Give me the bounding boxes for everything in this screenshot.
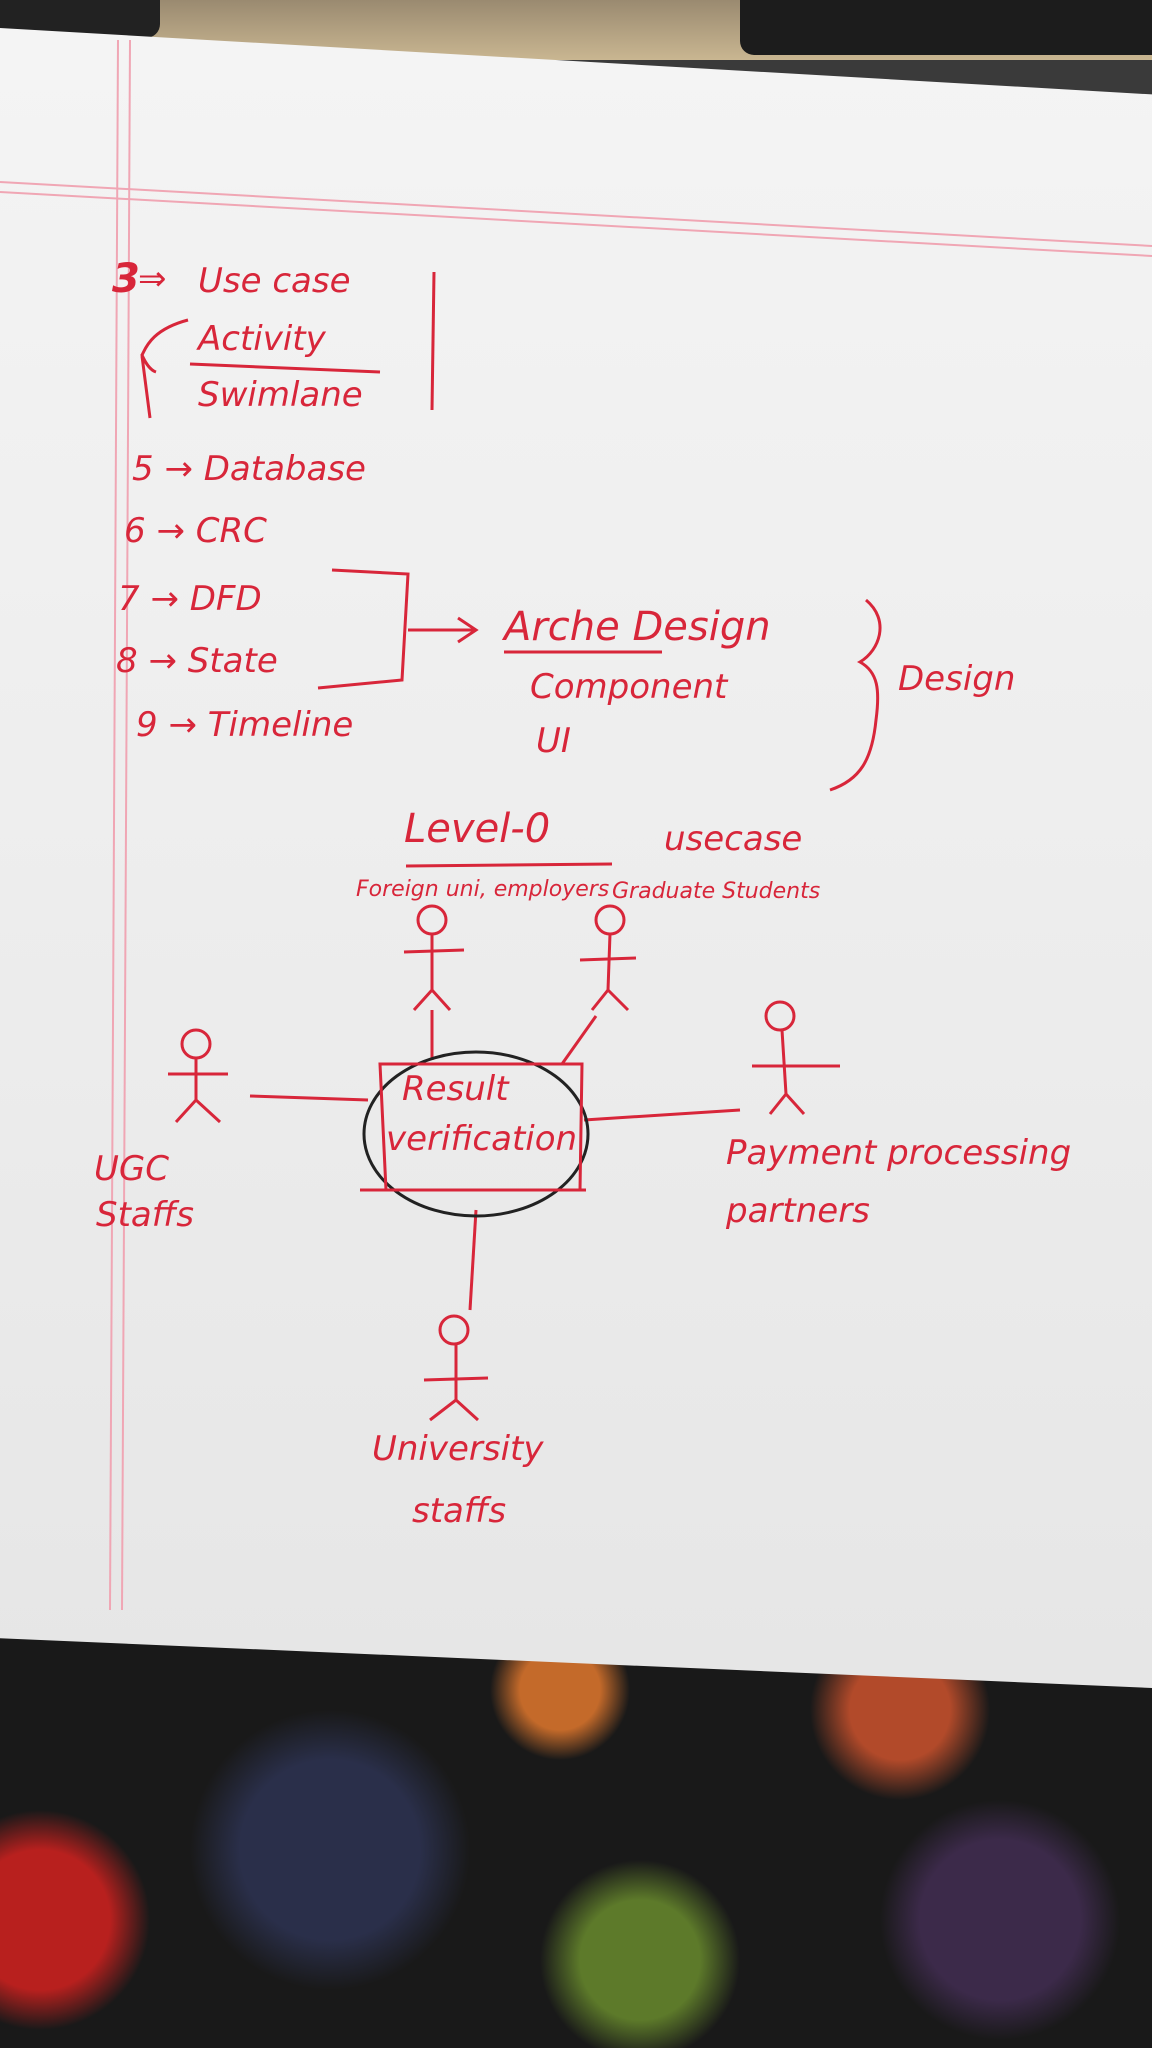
dfd-state-bracket [317, 568, 410, 690]
notebook-page [0, 28, 1152, 1688]
activity-underline [189, 362, 381, 374]
actor-foreign-icon [403, 904, 465, 1012]
design-label: Design [898, 659, 1015, 699]
use-case-diagram: Level-0 usecase Foreign uni, employers G… [94, 806, 1071, 1531]
actor-ugc-label-1: UGC [94, 1149, 169, 1189]
actor-university-icon [423, 1314, 489, 1422]
actor-university-label-2: staffs [412, 1491, 506, 1531]
use-case-line2: verification [386, 1119, 577, 1159]
arch-design-label: Arche Design [501, 604, 771, 650]
right-bar [430, 271, 436, 411]
use-case-ellipse [362, 1050, 590, 1218]
item8-label: 8 → State [116, 641, 278, 681]
actor-payment-label-2: partners [725, 1191, 870, 1231]
diagram-subtitle: usecase [664, 819, 802, 859]
notes-list: 3 ⇒ Use case Activity Swimlane 5 → Datab… [112, 256, 1015, 792]
page-rules [0, 39, 1152, 1611]
item6-label: 6 → CRC [124, 511, 267, 551]
item7-label: 7 → DFD [118, 579, 262, 619]
component-label: Component [530, 667, 729, 707]
use-case-line1: Result [402, 1069, 510, 1109]
actor-ugc-icon [168, 1028, 228, 1124]
item3-arrow: ⇒ [138, 259, 167, 299]
item3-label: Use case [198, 261, 351, 301]
title-underline [405, 862, 613, 868]
actor-graduate-icon [579, 904, 637, 1012]
actor-ugc-label-2: Staffs [96, 1195, 194, 1235]
laptop-edge [740, 0, 1152, 55]
right-brace [829, 598, 882, 792]
bracket-arrow [408, 616, 479, 644]
actor-payment-label-1: Payment processing [726, 1133, 1071, 1173]
item5-label: 5 → Database [132, 449, 366, 489]
association-lines [249, 1010, 741, 1311]
ui-label: UI [536, 721, 571, 761]
item3-number: 3 [112, 256, 140, 302]
actor-payment-icon [752, 1000, 840, 1116]
diagram-title: Level-0 [404, 806, 550, 852]
left-brace [140, 318, 189, 419]
item9-label: 9 → Timeline [136, 705, 353, 745]
actor-graduate-label: Graduate Students [612, 879, 820, 904]
actor-foreign-label: Foreign uni, employers [356, 877, 609, 902]
swimlane-label: Swimlane [198, 375, 363, 415]
actor-university-label-1: University [372, 1429, 544, 1469]
activity-label: Activity [196, 319, 327, 359]
